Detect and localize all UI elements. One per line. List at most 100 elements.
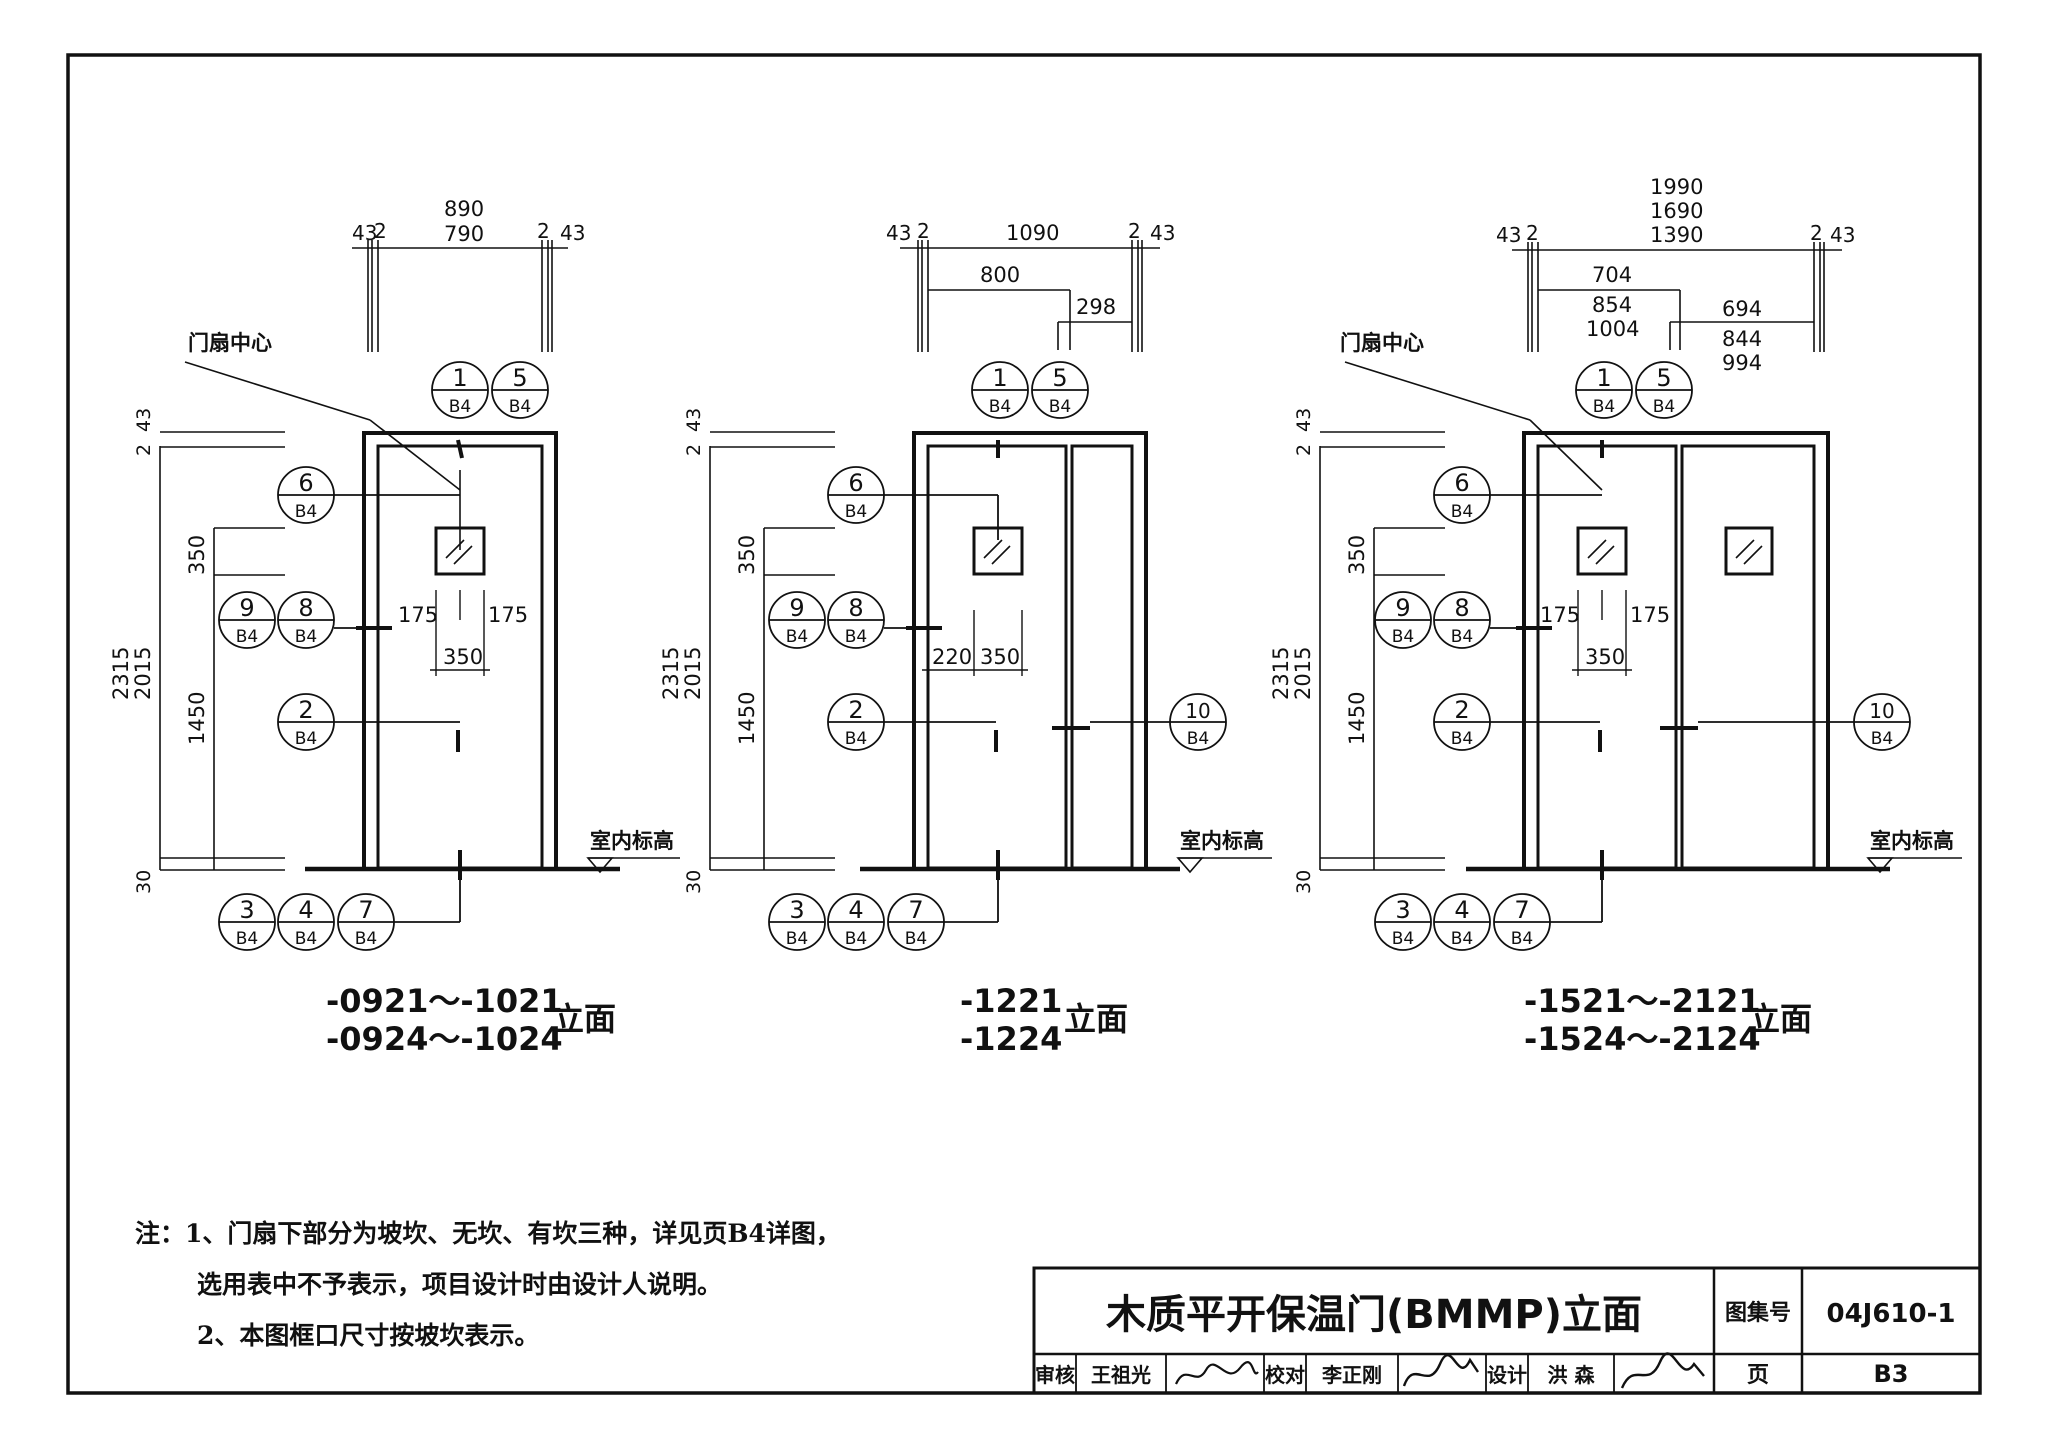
dim-350-h: 350 xyxy=(1585,645,1625,669)
dim-2-right: 2 xyxy=(537,219,550,243)
dim-1004: 1004 xyxy=(1586,317,1639,341)
dim-2-left: 2 xyxy=(374,219,387,243)
callout-3: 3 xyxy=(789,896,804,924)
dim-800: 800 xyxy=(980,263,1020,287)
dim-43-vertical: 43 xyxy=(683,408,705,432)
notes: 注：1、门扇下部分为坡坎、无坎、有坎三种，详见页B4详图， 选用表中不予表示，项… xyxy=(135,1208,841,1361)
caption-a-suffix: 立面 xyxy=(552,1000,616,1038)
drawing-title: 木质平开保温门(BMMP)立面 xyxy=(1106,1292,1642,1338)
callout-4-sheet: B4 xyxy=(1451,929,1473,949)
callout-7-sheet: B4 xyxy=(1511,929,1533,949)
dim-350-v: 350 xyxy=(185,535,209,575)
callout-3-sheet: B4 xyxy=(1392,929,1414,949)
vision-panel-side xyxy=(1724,526,1774,576)
note-1-continued: 选用表中不予表示，项目设计时由设计人说明。 xyxy=(197,1270,723,1299)
door-leaf-side xyxy=(1680,444,1816,870)
atlas-number: 04J610-1 xyxy=(1826,1299,1955,1329)
dim-1690: 1690 xyxy=(1650,199,1703,223)
page-number: B3 xyxy=(1874,1360,1909,1388)
callout-10-sheet: B4 xyxy=(1871,729,1893,749)
check-label: 校对 xyxy=(1265,1363,1305,1387)
dim-2315: 2315 xyxy=(1269,647,1293,700)
dim-30: 30 xyxy=(133,870,155,894)
callout-8-sheet: B4 xyxy=(1451,627,1473,647)
callout-5: 5 xyxy=(1656,364,1671,392)
callout-8: 8 xyxy=(848,594,863,622)
callout-5-sheet: B4 xyxy=(1049,397,1071,417)
dim-2-vertical: 2 xyxy=(683,444,705,456)
callout-5-sheet: B4 xyxy=(1653,397,1675,417)
caption-b-line2: -1224 xyxy=(960,1020,1062,1058)
callout-4: 4 xyxy=(298,896,313,924)
note-1: 注：1、门扇下部分为坡坎、无坎、有坎三种，详见页B4详图， xyxy=(135,1219,841,1248)
callout-9: 9 xyxy=(1395,594,1410,622)
callout-2: 2 xyxy=(1454,696,1469,724)
indoor-elevation-label: 室内标高 xyxy=(1870,829,1954,853)
callout-8: 8 xyxy=(1454,594,1469,622)
dim-43-right: 43 xyxy=(1150,221,1175,245)
dim-854: 854 xyxy=(1592,293,1632,317)
callout-9-sheet: B4 xyxy=(236,627,258,647)
checker-signature xyxy=(1402,1354,1479,1387)
callout-7: 7 xyxy=(1514,896,1529,924)
callout-7: 7 xyxy=(358,896,373,924)
dim-298: 298 xyxy=(1076,295,1116,319)
dim-2315: 2315 xyxy=(659,647,683,700)
dim-175-right: 175 xyxy=(1630,603,1670,627)
vision-panel-main xyxy=(1576,526,1628,576)
callout-7: 7 xyxy=(908,896,923,924)
callout-1: 1 xyxy=(452,364,467,392)
dim-2-left: 2 xyxy=(917,219,930,243)
title-block: 木质平开保温门(BMMP)立面 图集号 04J610-1 页 B3 审核 王祖光… xyxy=(1032,1266,1982,1395)
callout-5-sheet: B4 xyxy=(509,397,531,417)
callout-2: 2 xyxy=(298,696,313,724)
callout-5: 5 xyxy=(1052,364,1067,392)
callout-4-sheet: B4 xyxy=(845,929,867,949)
dim-890: 890 xyxy=(444,197,484,221)
dim-2015: 2015 xyxy=(1291,647,1315,700)
dim-2015: 2015 xyxy=(131,647,155,700)
callout-1: 1 xyxy=(1596,364,1611,392)
page-label: 页 xyxy=(1747,1363,1769,1388)
dim-43-left: 43 xyxy=(886,221,911,245)
callout-1-sheet: B4 xyxy=(1593,397,1615,417)
dim-844: 844 xyxy=(1722,327,1762,351)
dim-43-right: 43 xyxy=(1830,223,1855,247)
dim-790: 790 xyxy=(444,222,484,246)
callout-2-sheet: B4 xyxy=(295,729,317,749)
callout-3: 3 xyxy=(239,896,254,924)
callout-9: 9 xyxy=(239,594,254,622)
dim-2015: 2015 xyxy=(681,647,705,700)
dim-175-left: 175 xyxy=(1540,603,1580,627)
callout-6-sheet: B4 xyxy=(845,502,867,522)
callout-10: 10 xyxy=(1185,699,1210,723)
dim-694: 694 xyxy=(1722,297,1762,321)
reviewer-signature xyxy=(1174,1361,1259,1385)
indoor-elevation-label: 室内标高 xyxy=(590,829,674,853)
designer-name: 洪 森 xyxy=(1548,1363,1596,1387)
dim-2-vertical: 2 xyxy=(1293,444,1315,456)
callout-6: 6 xyxy=(1454,469,1469,497)
dim-175-right: 175 xyxy=(488,603,528,627)
dim-2-right: 2 xyxy=(1810,221,1823,245)
door-leaf-side xyxy=(1070,444,1134,870)
callout-7-sheet: B4 xyxy=(355,929,377,949)
dim-43-left: 43 xyxy=(352,221,377,245)
dim-30: 30 xyxy=(683,870,705,894)
dim-1450: 1450 xyxy=(185,692,209,745)
callout-6-sheet: B4 xyxy=(1451,502,1473,522)
door-leaf-center-label: 门扇中心 xyxy=(188,331,272,355)
callout-2-sheet: B4 xyxy=(845,729,867,749)
callout-1-sheet: B4 xyxy=(989,397,1011,417)
dim-1990: 1990 xyxy=(1650,175,1703,199)
callout-9: 9 xyxy=(789,594,804,622)
callout-7-sheet: B4 xyxy=(905,929,927,949)
dim-30: 30 xyxy=(1293,870,1315,894)
review-label: 审核 xyxy=(1035,1363,1075,1387)
designer-signature xyxy=(1620,1352,1705,1389)
caption-a-line1: -0921～-1021 xyxy=(326,982,563,1020)
callout-10-sheet: B4 xyxy=(1187,729,1209,749)
callout-2: 2 xyxy=(848,696,863,724)
callout-9-sheet: B4 xyxy=(786,627,808,647)
atlas-label: 图集号 xyxy=(1725,1300,1791,1326)
